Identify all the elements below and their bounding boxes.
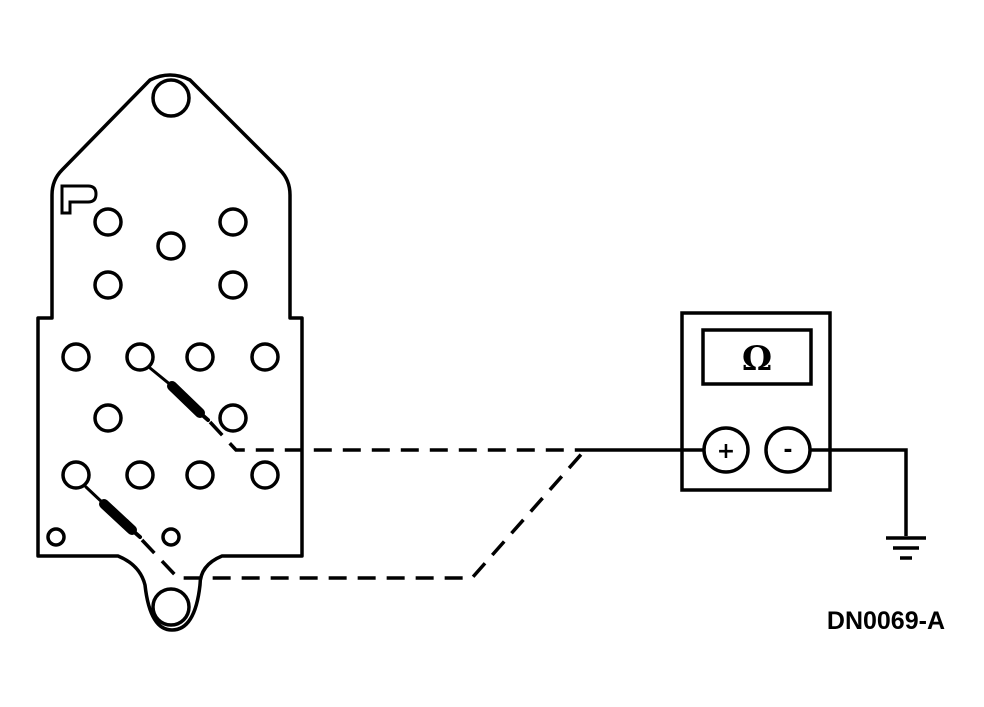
ohm-symbol: Ω <box>742 339 772 379</box>
pin-socket <box>250 342 280 372</box>
pin-socket <box>93 270 123 300</box>
probe-lower <box>84 485 142 539</box>
ohmmeter-case <box>680 311 832 492</box>
pin-socket <box>156 231 186 261</box>
connector-body <box>36 73 304 632</box>
pin-socket-small <box>161 527 181 547</box>
ohmmeter: Ω + - <box>680 311 832 492</box>
mounting-hole-top <box>151 78 191 118</box>
pin-socket <box>218 270 248 300</box>
negative-terminal-label: - <box>783 438 792 463</box>
test-lead-lower <box>140 448 587 580</box>
probe-upper <box>148 366 210 422</box>
pin-socket <box>93 207 123 237</box>
pin-socket <box>185 460 215 490</box>
positive-terminal <box>702 426 750 474</box>
pin-socket <box>61 460 91 490</box>
key-marker <box>60 184 98 215</box>
pin-socket <box>218 403 248 433</box>
pin-socket <box>185 342 215 372</box>
ohmmeter-display <box>701 328 813 386</box>
figure-id-label: DN0069-A <box>827 607 945 635</box>
pin-socket <box>218 207 248 237</box>
ground-lead <box>810 448 908 536</box>
pin-socket <box>250 460 280 490</box>
positive-terminal-label: + <box>717 439 735 464</box>
pin-socket <box>125 460 155 490</box>
pin-socket <box>125 342 155 372</box>
pin-socket-small <box>46 527 66 547</box>
test-lead-upper <box>208 420 585 452</box>
pin-sockets <box>46 207 280 547</box>
pin-socket <box>93 403 123 433</box>
pin-socket <box>61 342 91 372</box>
mounting-hole-bottom <box>151 587 191 627</box>
ground-icon <box>886 536 926 560</box>
